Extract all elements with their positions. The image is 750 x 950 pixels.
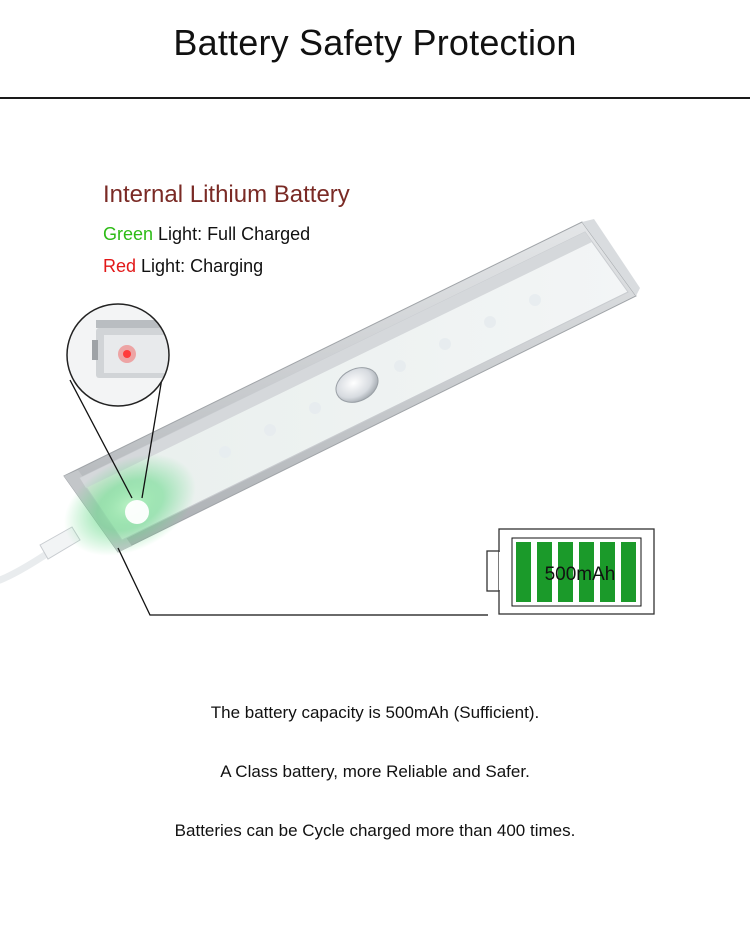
description-line-2: A Class battery, more Reliable and Safer…	[220, 762, 530, 781]
description-line-1: The battery capacity is 500mAh (Sufficie…	[210, 703, 540, 722]
green-word: Green	[103, 224, 154, 244]
motion-sensor-icon	[335, 367, 379, 403]
battery-leader-line	[117, 547, 488, 616]
red-word: Red	[103, 256, 137, 276]
green-light-legend: Green Light: Full Charged	[103, 224, 310, 245]
light-bar	[63, 219, 640, 556]
battery-heading: Internal Lithium Battery	[103, 181, 350, 208]
green-indicator-led	[125, 500, 149, 524]
battery-icon: 500mAh	[486, 528, 655, 615]
title-divider	[0, 97, 750, 99]
green-meaning: Light: Full Charged	[153, 224, 311, 244]
red-indicator-led	[123, 350, 131, 358]
battery-capacity-label: 500mAh	[545, 564, 616, 585]
usb-cable	[0, 551, 49, 584]
page-title: Battery Safety Protection	[173, 22, 577, 63]
red-light-legend: Red Light: Charging	[103, 256, 263, 277]
red-meaning: Light: Charging	[136, 256, 264, 276]
zoom-callout	[66, 303, 170, 499]
description-line-3: Batteries can be Cycle charged more than…	[174, 821, 576, 840]
